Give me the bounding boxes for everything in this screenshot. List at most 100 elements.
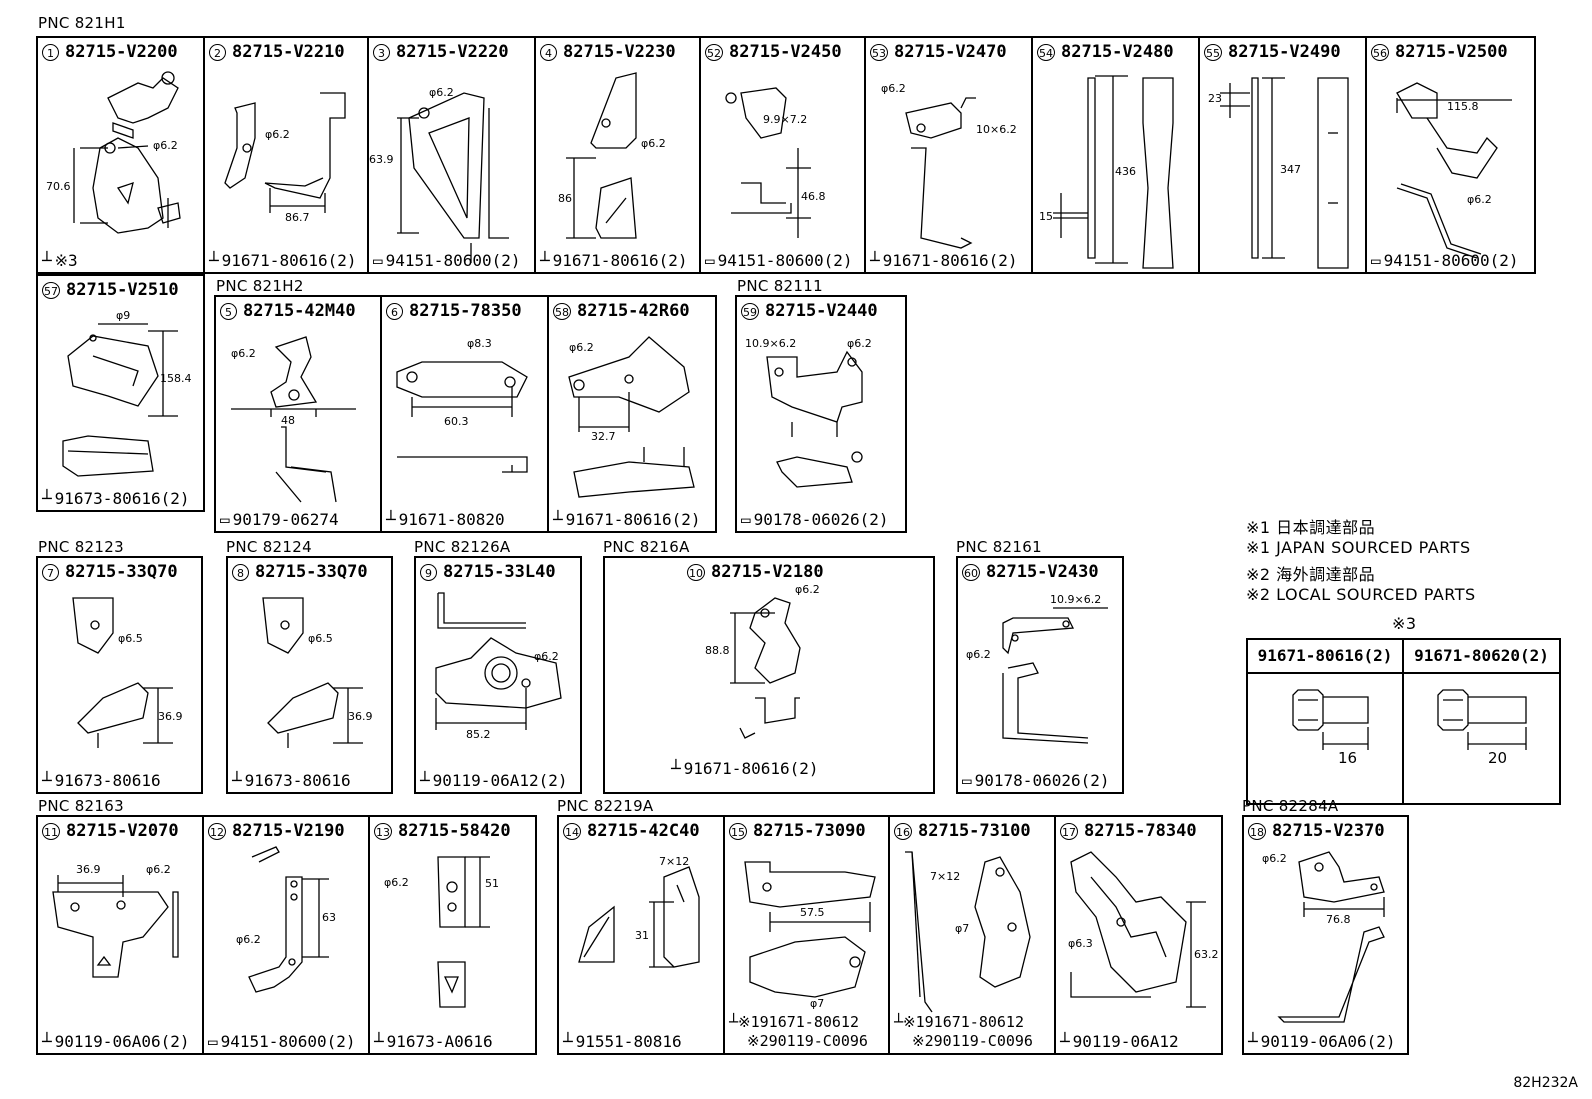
part-number: 82715-V2470 xyxy=(894,42,1007,62)
part-number: 82715-V2450 xyxy=(729,42,842,62)
dimension-label: 7×12 xyxy=(930,870,960,883)
fastener-callout: ┴91671-80616(2) xyxy=(671,759,819,778)
callout-number: 52 xyxy=(705,43,723,61)
fastener-callout: ┴91673-80616(2) xyxy=(42,489,190,508)
bolt-icon: ┴ xyxy=(729,1013,739,1031)
fastener-part: 91673-A0616 xyxy=(386,1032,493,1051)
bracket-drawing: 9.9×7.2 46.8 xyxy=(725,87,826,238)
fastener-callout: ┴90119-06A06(2) xyxy=(1248,1032,1396,1051)
dimension-label: 15 xyxy=(1039,210,1053,223)
part-number: 82715-42M40 xyxy=(243,301,356,321)
bracket-drawing: 10.9×6.2 φ6.2 xyxy=(745,337,872,488)
part-number: 82715-33Q70 xyxy=(65,562,178,582)
bolt-table: 91671-80616(2) 91671-80620(2) 16 20 xyxy=(1246,638,1561,805)
fastener-callout: ▭94151-80600(2) xyxy=(1371,251,1519,270)
part-number: 82715-73100 xyxy=(918,821,1031,841)
dimension-label: 86.7 xyxy=(285,211,310,224)
dimension-label: φ6.2 xyxy=(146,863,171,876)
part-header: 58 82715-42R60 xyxy=(553,301,690,321)
bracket-drawing: φ6.2 88.8 xyxy=(705,583,820,739)
dimension-label: φ6.2 xyxy=(795,583,820,596)
dimension-label: 70.6 xyxy=(46,180,71,193)
callout-number: 18 xyxy=(1248,822,1266,840)
dimension-label: φ6.2 xyxy=(231,347,256,360)
bolt-icon: ┴ xyxy=(420,771,430,790)
dimension-label: φ6.2 xyxy=(1467,193,1492,206)
fastener-callout: ┴91673-A0616 xyxy=(374,1032,493,1051)
dimension-label: φ6.2 xyxy=(384,876,409,889)
part-number: 82715-73090 xyxy=(753,821,866,841)
callout-number: 59 xyxy=(741,302,759,320)
part-number: 82715-V2190 xyxy=(232,821,345,841)
fastener-part: 91671-80616(2) xyxy=(552,251,688,270)
fastener-part-alt: ※290119-C0096 xyxy=(747,1032,868,1050)
bracket-drawing: φ6.2 70.6 xyxy=(46,71,181,234)
table-divider xyxy=(1402,672,1404,803)
fastener-part: 91671-80820 xyxy=(398,510,505,529)
fastener-part: 90178-06026(2) xyxy=(753,510,889,529)
callout-number: 54 xyxy=(1037,43,1055,61)
bolt-drawing: 16 20 xyxy=(1292,689,1527,767)
fastener-callout: ┴91671-80616(2) xyxy=(870,251,1018,270)
fastener-part: 94151-80600(2) xyxy=(717,251,853,270)
fastener-callout: ┴※3 xyxy=(42,251,78,270)
fastener-part-alt: ※290119-C0096 xyxy=(912,1032,1033,1050)
fastener-part: 91673-80616 xyxy=(54,771,161,790)
dimension-label: 31 xyxy=(635,929,649,942)
fastener-part: 90119-06A12 xyxy=(1072,1032,1179,1051)
pnc-label: PNC 82126A xyxy=(414,538,511,556)
bolt-icon: ┴ xyxy=(1060,1032,1070,1051)
legend-note: ※1 日本調達部品 xyxy=(1246,518,1376,537)
dimension-label: φ6.2 xyxy=(265,128,290,141)
dimension-label: 23 xyxy=(1208,92,1222,105)
dimension-label: φ6.5 xyxy=(118,632,143,645)
part-number: 82715-V2440 xyxy=(765,301,878,321)
dimension-label: φ6.2 xyxy=(966,648,991,661)
callout-number: 4 xyxy=(540,43,557,61)
dimension-label: 57.5 xyxy=(800,906,825,919)
dimension-label: 46.8 xyxy=(801,190,826,203)
callout-number: 58 xyxy=(553,302,571,320)
dimension-label: 436 xyxy=(1115,165,1136,178)
pnc-label: PNC 8216A xyxy=(603,538,690,556)
bracket-drawing: φ6.2 32.7 xyxy=(568,336,695,498)
fastener-part: ※3 xyxy=(54,251,78,270)
dimension-label: φ7 xyxy=(955,922,969,935)
part-number: 82715-V2070 xyxy=(66,821,179,841)
bracket-drawing: φ6.3 63.2 xyxy=(1068,851,1219,1008)
bolt-icon: ┴ xyxy=(374,1032,384,1051)
part-cell: 59 82715-V2440 10.9×6.2 φ6.2 ▭90178-06026… xyxy=(735,295,907,533)
fastener-callout: ┴※191671-80612※290119-C0096 xyxy=(729,1013,868,1051)
fastener-callout: ▭90178-06026(2) xyxy=(741,510,889,529)
dimension-label: φ6.2 xyxy=(153,139,178,152)
dimension-label: φ8.3 xyxy=(467,337,492,350)
part-number: 82715-42R60 xyxy=(577,301,690,321)
fastener-callout: ▭90179-06274 xyxy=(220,510,339,529)
part-number: 82715-V2200 xyxy=(65,42,178,62)
fastener-part: 91671-80616(2) xyxy=(565,510,701,529)
bracket-drawing: φ8.3 60.3 xyxy=(396,337,528,473)
bolt-icon: ┴ xyxy=(232,771,242,790)
dimension-label: 32.7 xyxy=(591,430,616,443)
nut-icon: ▭ xyxy=(373,251,383,270)
fastener-part: ※191671-80612 xyxy=(738,1013,859,1031)
dimension-label: 51 xyxy=(485,877,499,890)
nut-icon: ▭ xyxy=(220,510,230,529)
fastener-callout: ┴91551-80816 xyxy=(563,1032,682,1051)
bracket-drawing: 115.8 φ6.2 xyxy=(1396,82,1512,259)
dimension-label: φ6.2 xyxy=(641,137,666,150)
fastener-part: 90179-06274 xyxy=(232,510,339,529)
